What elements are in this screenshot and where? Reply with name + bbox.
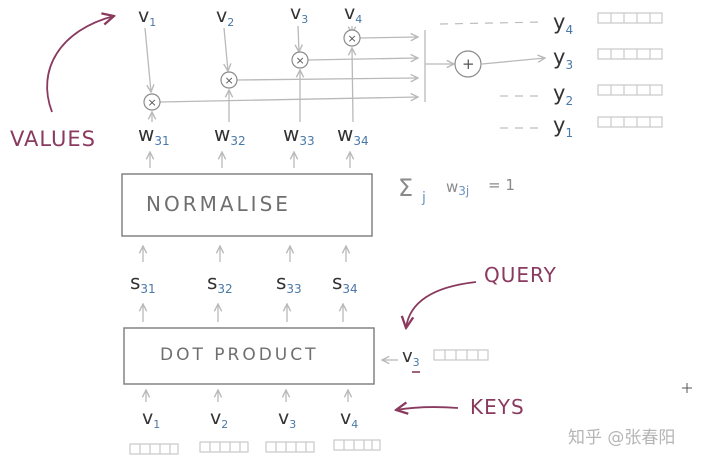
- output-y4: y4: [553, 10, 573, 37]
- watermark: 知乎 @张春阳: [568, 428, 675, 448]
- top-value-v3: v3: [290, 2, 308, 26]
- multiply-node-3: ×: [291, 51, 309, 69]
- multiply-node-4: ×: [343, 29, 361, 47]
- query-vector: [433, 349, 489, 361]
- svg-text:+: +: [462, 55, 475, 73]
- svg-text:w3j: w3j: [446, 178, 469, 198]
- svg-text:×: ×: [296, 54, 305, 67]
- multiplier-nodes: × × × × +: [143, 29, 482, 111]
- query-label: QUERY: [484, 263, 557, 287]
- key-to-dotproduct-arrows: [146, 390, 348, 402]
- weight-w34: w34: [337, 122, 369, 148]
- dot-product-label: DOT PRODUCT: [160, 345, 319, 365]
- weight-w31: w31: [138, 122, 170, 148]
- output-y2: y2: [553, 81, 573, 108]
- output-vectors: [597, 12, 663, 128]
- svg-text:j: j: [421, 190, 426, 206]
- multiply-node-2: ×: [220, 71, 238, 89]
- key-v3: v3: [278, 407, 296, 431]
- key-vector-1: [129, 443, 179, 455]
- query-vector-label: v3: [402, 346, 420, 369]
- output-dashed-lines: [439, 21, 546, 129]
- key-vector-3: [265, 441, 315, 453]
- output-y3: y3: [553, 45, 573, 72]
- weight-labels: w31 w32 w33 w34: [138, 122, 369, 148]
- svg-text:×: ×: [148, 96, 157, 109]
- score-to-normalise-arrows: [143, 246, 346, 262]
- sum-node: +: [454, 50, 482, 78]
- dot-product-box: DOT PRODUCT: [123, 327, 375, 385]
- svg-text:×: ×: [348, 32, 357, 45]
- output-vector-y2: [597, 84, 663, 96]
- score-labels: s31 s32 s33 s34: [130, 270, 358, 296]
- score-s34: s34: [332, 270, 358, 296]
- value-to-multiplier-lines: [144, 25, 352, 92]
- multiply-node-1: ×: [143, 93, 161, 111]
- weight-to-multiplier-lines: [152, 48, 353, 123]
- weight-w33: w33: [283, 122, 315, 148]
- key-vector-4: [333, 439, 381, 451]
- top-value-labels: v1 v2 v3 v4: [138, 2, 362, 29]
- multiplier-output-lines: [159, 30, 545, 103]
- normalise-box: NORMALISE: [121, 173, 373, 237]
- key-v1: v1: [142, 407, 160, 431]
- keys-label: KEYS: [470, 395, 525, 419]
- svg-text:Σ: Σ: [398, 174, 413, 202]
- dotproduct-to-score-arrows: [143, 304, 343, 322]
- svg-text:= 1: = 1: [488, 176, 515, 194]
- key-v4: v4: [340, 407, 358, 431]
- output-vector-y1: [597, 116, 663, 128]
- key-labels: v1 v2 v3 v4: [142, 407, 358, 431]
- top-value-v2: v2: [216, 5, 234, 29]
- key-vectors: [129, 439, 381, 455]
- normalise-to-weight-arrows: [150, 152, 350, 168]
- weight-w32: w32: [214, 122, 246, 148]
- score-s31: s31: [130, 270, 156, 296]
- key-v2: v2: [210, 407, 228, 431]
- normalise-label: NORMALISE: [146, 192, 291, 216]
- output-y1: y1: [553, 113, 573, 140]
- values-label: VALUES: [10, 127, 96, 151]
- keys-annotation: KEYS: [396, 395, 525, 419]
- top-value-v4: v4: [344, 2, 362, 26]
- score-s33: s33: [276, 270, 302, 296]
- top-value-v1: v1: [138, 5, 156, 29]
- score-s32: s32: [207, 270, 233, 296]
- normalisation-formula: Σ j w3j = 1: [398, 174, 515, 206]
- query-input: v3: [382, 346, 489, 373]
- crosshair-icon: [682, 383, 692, 393]
- svg-text:×: ×: [225, 74, 234, 87]
- values-annotation: VALUES: [10, 16, 114, 151]
- output-labels: y4 y3 y2 y1: [553, 10, 573, 140]
- key-vector-2: [199, 441, 249, 453]
- output-vector-y3: [597, 48, 663, 60]
- query-annotation: QUERY: [406, 263, 557, 328]
- output-vector-y4: [597, 12, 663, 24]
